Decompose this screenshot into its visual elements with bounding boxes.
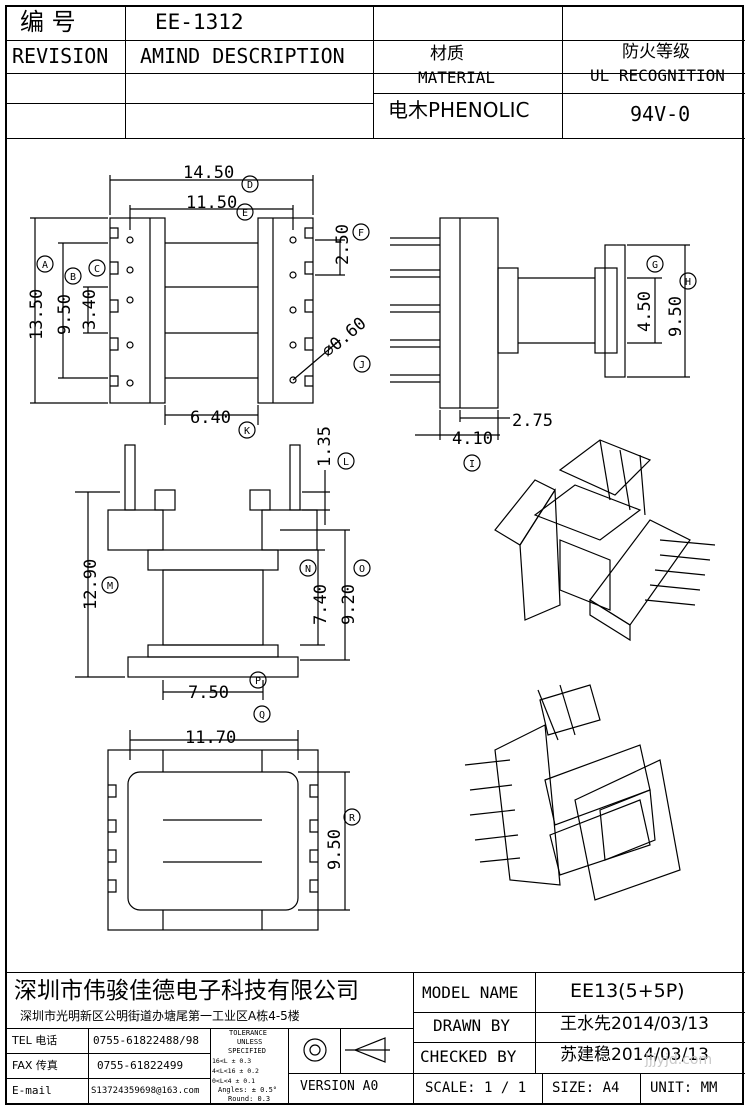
top-view-left-flange [109, 217, 166, 404]
callout-A: A [42, 260, 48, 271]
tolerance-angles: Angles: ± 0.5° [218, 1086, 278, 1094]
bottom-view [107, 730, 350, 931]
watermark: jjjyjd.com [645, 1052, 713, 1068]
callout-J: J [359, 360, 365, 371]
tolerance-row-3: 0<L<4 ± 0.1 [212, 1077, 256, 1085]
callout-G: G [652, 260, 658, 271]
callout-D: D [247, 180, 253, 191]
tel-value: 0755-61822488/98 [93, 1034, 199, 1047]
model-name-label: MODEL NAME [422, 983, 519, 1002]
tolerance-title: TOLERANCE [229, 1029, 267, 1037]
drawing-sheet [5, 5, 744, 1105]
callout-E: E [242, 208, 248, 219]
company-name: 深圳市伟骏佳德电子科技有限公司 [14, 978, 359, 1004]
checked-by-label: CHECKED BY [420, 1047, 517, 1066]
material-value: 电木PHENOLIC [388, 98, 530, 122]
callout-H: H [685, 277, 691, 288]
checked-by-value: 苏建稳2014/03/13 [560, 1045, 709, 1065]
fax-value: 0755-61822499 [97, 1059, 184, 1072]
callout-I: I [469, 459, 475, 470]
dim-12-90: 12.90 [81, 559, 101, 610]
callout-N: N [305, 564, 311, 575]
dim-11-70: 11.70 [185, 728, 236, 748]
tolerance-row-1: 16<L ± 0.3 [212, 1057, 252, 1065]
callout-P: P [255, 676, 261, 687]
tolerance-round: Round: 0.3 [228, 1095, 271, 1103]
callout-R: R [349, 813, 356, 824]
model-name-value: EE13(5+5P) [570, 980, 685, 1002]
drawn-by-value: 王水先2014/03/13 [560, 1014, 709, 1034]
callout-C: C [94, 264, 100, 275]
dim-14-50: 14.50 [183, 163, 234, 183]
side-view-pins [390, 237, 440, 383]
front-view-right-pin [289, 444, 301, 511]
ul-cn-label: 防火等级 [622, 42, 690, 62]
pin-holes [126, 236, 297, 387]
dim-7-50: 7.50 [188, 683, 229, 703]
side-view-flange [439, 217, 499, 409]
tolerance-specified: SPECIFIED [228, 1047, 266, 1055]
tel-label: TEL 电话 [12, 1034, 58, 1047]
top-view [30, 175, 345, 425]
ul-value: 94V-0 [630, 102, 691, 126]
dim-9-20: 9.20 [339, 584, 359, 625]
revision-label: REVISION [12, 44, 109, 68]
callout-K: K [244, 426, 250, 437]
front-view [75, 444, 350, 700]
isometric-view-bottom [464, 684, 681, 901]
version-label: VERSION A0 [300, 1079, 379, 1094]
email-value: S13724359698@163.com [91, 1086, 200, 1096]
top-view-right-flange [257, 217, 314, 404]
dim-3-40: 3.40 [80, 289, 100, 330]
email-label: E-mail [12, 1084, 52, 1097]
dim-2-75: 2.75 [512, 411, 553, 431]
material-en-label: MATERIAL [418, 68, 496, 87]
dim-11-50: 11.50 [186, 193, 237, 213]
side-view [390, 217, 690, 440]
part-number: EE-1312 [155, 10, 244, 34]
size-label: SIZE: A4 [552, 1080, 620, 1096]
isometric-view-top [494, 439, 716, 642]
dim-1-35: 1.35 [315, 426, 335, 467]
dim-6-40: 6.40 [190, 408, 231, 428]
unit-label: UNIT: MM [650, 1080, 718, 1096]
dim-9-50-bottom: 9.50 [325, 829, 345, 870]
front-view-left-pin [124, 444, 136, 511]
fax-label: FAX 传真 [12, 1059, 58, 1072]
company-address: 深圳市光明新区公明街道办塘尾第一工业区A栋4-5楼 [20, 1009, 300, 1023]
material-cn-label: 材质 [430, 44, 464, 64]
bottom-view-outline [107, 749, 319, 931]
callout-L: L [343, 457, 349, 468]
tolerance-unless: UNLESS [237, 1038, 263, 1046]
callout-M: M [107, 581, 113, 592]
ul-en-label: UL RECOGNITION [590, 66, 725, 85]
dim-0-60: ∅0.60 [318, 314, 370, 362]
dim-9-50-left: 9.50 [55, 294, 75, 335]
callout-circles [36, 175, 697, 826]
projection-symbol [303, 1037, 390, 1063]
tolerance-row-2: 4<L<16 ± 0.2 [212, 1067, 259, 1075]
callout-letters: A B C D E F G H I J K L M N O P Q R [42, 180, 691, 824]
callout-B: B [70, 272, 76, 283]
amind-description-label: AMIND DESCRIPTION [140, 44, 345, 68]
callout-F: F [358, 228, 364, 239]
dim-7-40: 7.40 [311, 584, 331, 625]
dim-13-50: 13.50 [27, 289, 47, 340]
drawn-by-label: DRAWN BY [433, 1016, 511, 1035]
dim-9-50-side: 9.50 [666, 296, 686, 337]
front-view-left-top [107, 509, 164, 551]
scale-label: SCALE: 1 / 1 [425, 1080, 527, 1096]
dim-4-10: 4.10 [452, 429, 493, 449]
bianhao-label: 编 号 [20, 8, 76, 36]
dim-4-50: 4.50 [635, 291, 655, 332]
callout-Q: Q [259, 710, 265, 721]
callout-O: O [359, 564, 365, 575]
dim-2-50: 2.50 [333, 224, 353, 265]
